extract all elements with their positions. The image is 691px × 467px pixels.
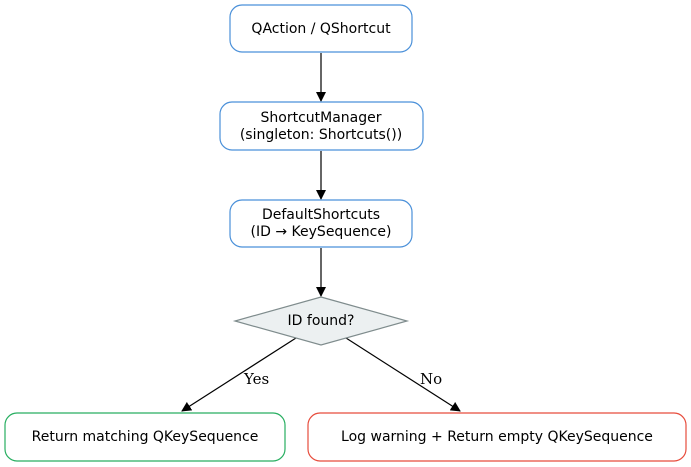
edge-label-no: No: [420, 370, 442, 388]
edge-yes: [181, 337, 297, 412]
node-qaction-label: QAction / QShortcut: [251, 21, 391, 37]
node-default-shortcuts-box: [229, 199, 413, 248]
node-shortcut-manager-line1: ShortcutManager: [261, 110, 382, 126]
node-default-shortcuts: DefaultShortcuts (ID → KeySequence): [229, 199, 413, 248]
edge-no: [345, 337, 461, 412]
node-return-match-label: Return matching QKeySequence: [32, 429, 259, 445]
edges: Yes No: [181, 53, 461, 412]
node-id-found-label: ID found?: [288, 313, 355, 329]
node-shortcut-manager-box: [219, 101, 424, 151]
node-default-shortcuts-line2: (ID → KeySequence): [251, 224, 392, 240]
node-id-found-diamond: [232, 296, 410, 346]
node-id-found: ID found?: [232, 296, 410, 346]
node-log-warning-box: [307, 412, 687, 462]
node-qaction: QAction / QShortcut: [229, 4, 413, 53]
edge-label-yes: Yes: [243, 370, 269, 388]
node-shortcut-manager-line2: (singleton: Shortcuts()): [240, 127, 402, 143]
node-shortcut-manager: ShortcutManager (singleton: Shortcuts()): [219, 101, 424, 151]
node-log-warning: Log warning + Return empty QKeySequence: [307, 412, 687, 462]
node-qaction-box: [229, 4, 413, 53]
node-return-match-box: [4, 412, 286, 462]
node-log-warning-label: Log warning + Return empty QKeySequence: [341, 429, 653, 445]
node-default-shortcuts-line1: DefaultShortcuts: [262, 207, 380, 223]
node-return-match: Return matching QKeySequence: [4, 412, 286, 462]
